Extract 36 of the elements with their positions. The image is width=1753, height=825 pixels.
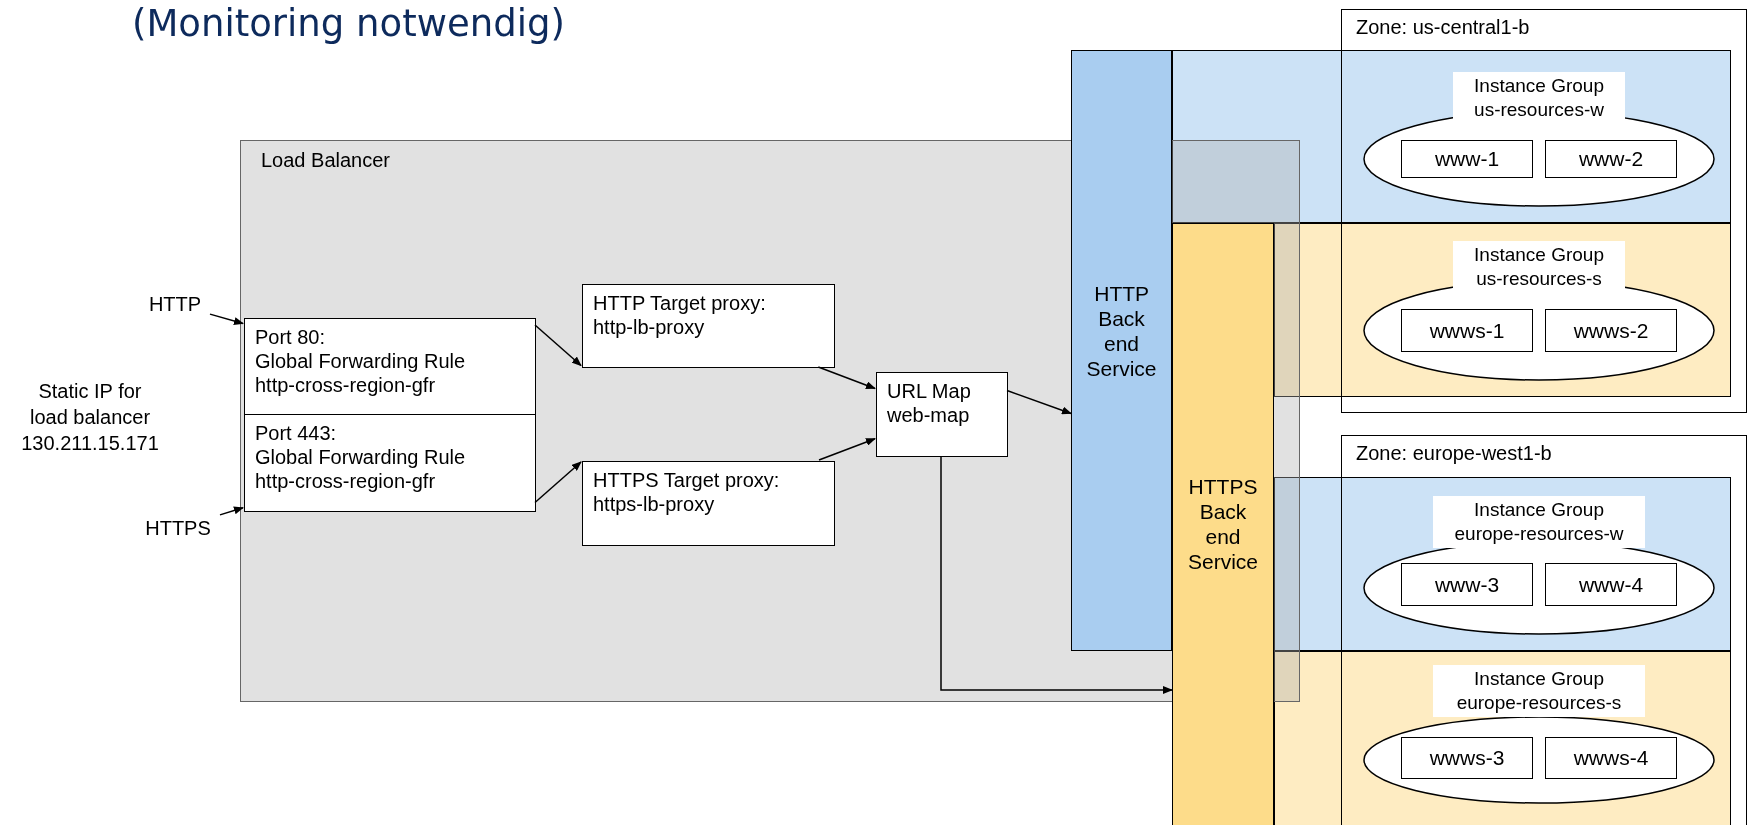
- target-proxy-box: HTTPS Target proxy: https-lb-proxy: [582, 461, 835, 546]
- arrow: [534, 461, 582, 504]
- arrow: [1006, 389, 1072, 415]
- zone-box: [1341, 435, 1747, 825]
- title: (Monitoring notwendig): [132, 2, 565, 45]
- instance-box: wwws-2: [1545, 309, 1677, 352]
- arrow: [534, 324, 582, 367]
- target-proxy-box: HTTP Target proxy: http-lb-proxy: [582, 284, 835, 368]
- group-title: Instance Group europe-resources-s: [1433, 665, 1645, 717]
- instance-box: wwws-1: [1401, 309, 1533, 352]
- arrow: [818, 437, 876, 461]
- instance-box: www-2: [1545, 140, 1677, 178]
- area-title: Load Balancer: [261, 149, 390, 172]
- protocol-label: HTTP: [140, 290, 210, 318]
- instance-group-ellipse: [1363, 665, 1715, 804]
- group-title: Instance Group europe-resources-w: [1433, 496, 1645, 548]
- arrow: [940, 455, 1173, 694]
- protocol-label: HTTPS: [136, 514, 220, 542]
- instance-group-ellipse: [1363, 72, 1715, 207]
- arrow: [817, 366, 876, 390]
- zone-box: [1341, 9, 1747, 413]
- note-text: Static IP for load balancer 130.211.15.171: [20, 379, 160, 456]
- zone-title: Zone: europe-west1-b: [1356, 442, 1552, 465]
- backend-service-column: HTTP Back end Service: [1071, 50, 1172, 651]
- zone-title: Zone: us-central1-b: [1356, 16, 1530, 39]
- instance-box: wwws-4: [1545, 737, 1677, 779]
- instance-box: www-1: [1401, 140, 1533, 178]
- instance-box: wwws-3: [1401, 737, 1533, 779]
- arrow: [209, 313, 244, 325]
- instance-box: www-3: [1401, 563, 1533, 606]
- backend-service-column: HTTPS Back end Service: [1172, 223, 1274, 825]
- instance-group-ellipse: [1363, 496, 1715, 635]
- url-map-box: URL Map web-map: [876, 372, 1008, 457]
- arrow: [219, 506, 244, 516]
- instance-group-ellipse: [1363, 241, 1715, 381]
- instance-box: www-4: [1545, 563, 1677, 606]
